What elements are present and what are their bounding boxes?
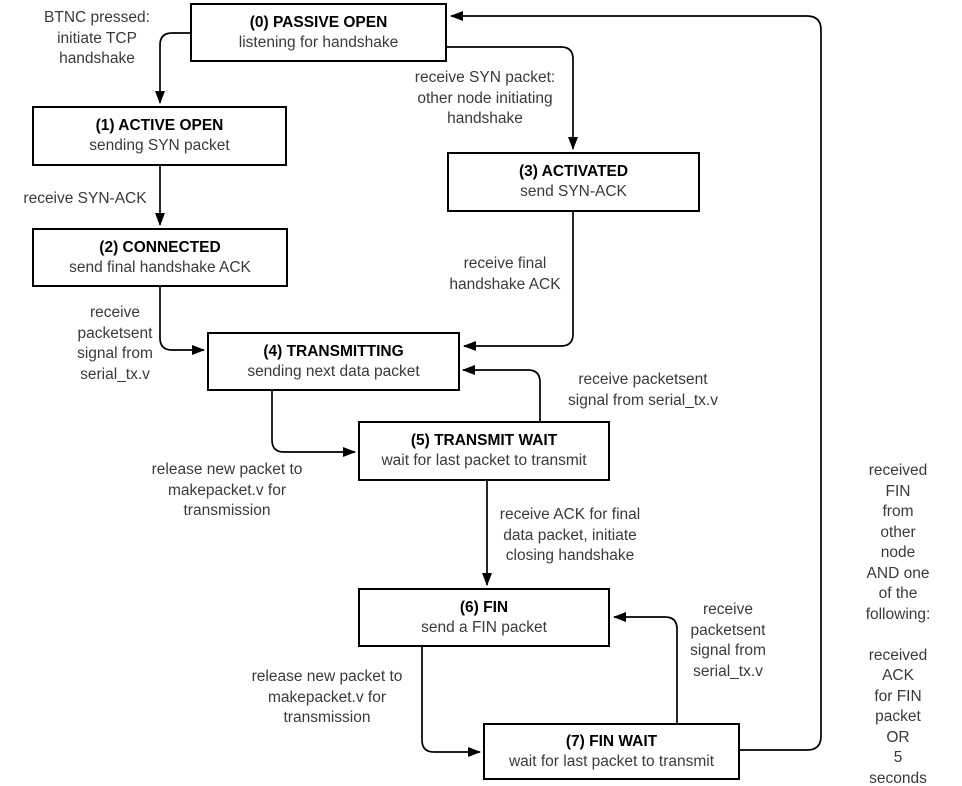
edge-transmitwait-to-transmitting-loop [462,365,541,421]
state-title: (2) CONNECTED [99,238,221,256]
label-release-new-packet-2: release new packet to makepacket.v for t… [251,668,403,726]
label-received-fin-conditions: received FIN from other node AND one of … [865,462,931,786]
label-receive-final-handshake-ack: receive final handshake ACK [449,255,561,293]
state-activated: (3) ACTIVATED send SYN-ACK [447,152,700,212]
state-title: (3) ACTIVATED [518,163,629,180]
edge-finwait-to-passive [450,11,822,751]
state-subtitle: listening for handshake [238,33,399,51]
state-fin-wait: (7) FIN WAIT wait for last packet to tra… [483,723,740,780]
label-release-new-packet-1: release new packet to makepacket.v for t… [151,461,303,519]
label-receive-ack-final-data: receive ACK for final data packet, initi… [499,506,641,564]
state-title: (7) FIN WAIT [565,732,658,750]
state-subtitle: wait for last packet to transmit [381,452,587,469]
state-subtitle: send SYN-ACK [520,183,627,200]
label-packetsent-from-serial-tx-1: receive packetsent signal from serial_tx… [77,304,153,383]
state-active-open: (1) ACTIVE OPEN sending SYN packet [32,106,287,166]
state-subtitle: sending next data packet [247,362,420,380]
state-title: (4) TRANSMITTING [263,342,404,360]
state-title: (0) PASSIVE OPEN [249,13,388,31]
state-passive-open: (0) PASSIVE OPEN listening for handshake [190,3,447,62]
edge-activated-to-transmitting [463,212,574,351]
edge-passive-to-activated [447,46,578,150]
state-transmit-wait: (5) TRANSMIT WAIT wait for last packet t… [358,421,610,481]
state-transmitting: (4) TRANSMITTING sending next data packe… [207,332,460,391]
label-packetsent-from-serial-tx-2: receive packetsent signal from serial_tx… [568,371,718,409]
state-subtitle: send a FIN packet [421,618,547,636]
edge-connected-to-transmitting [159,287,205,355]
state-subtitle: send final handshake ACK [69,258,251,276]
state-connected: (2) CONNECTED send final handshake ACK [32,228,288,287]
state-title: (6) FIN [459,598,509,616]
label-receive-syn-packet: receive SYN packet: other node initiatin… [414,69,556,127]
state-fin: (6) FIN send a FIN packet [358,588,610,647]
edge-transmitting-to-transmitwait [271,391,356,457]
state-title: (5) TRANSMIT WAIT [410,432,558,449]
state-subtitle: sending SYN packet [89,137,230,154]
edge-passive-to-active [155,32,191,104]
edge-fin-to-finwait [421,647,481,757]
label-receive-syn-ack: receive SYN-ACK [23,190,147,207]
label-packetsent-from-serial-tx-3: receive packetsent signal from serial_tx… [690,601,766,680]
label-btnc-pressed: BTNC pressed: initiate TCP handshake [44,9,150,67]
state-title: (1) ACTIVE OPEN [95,117,224,134]
state-subtitle: wait for last packet to transmit [508,752,715,770]
edge-finwait-to-fin-loop [613,612,678,723]
